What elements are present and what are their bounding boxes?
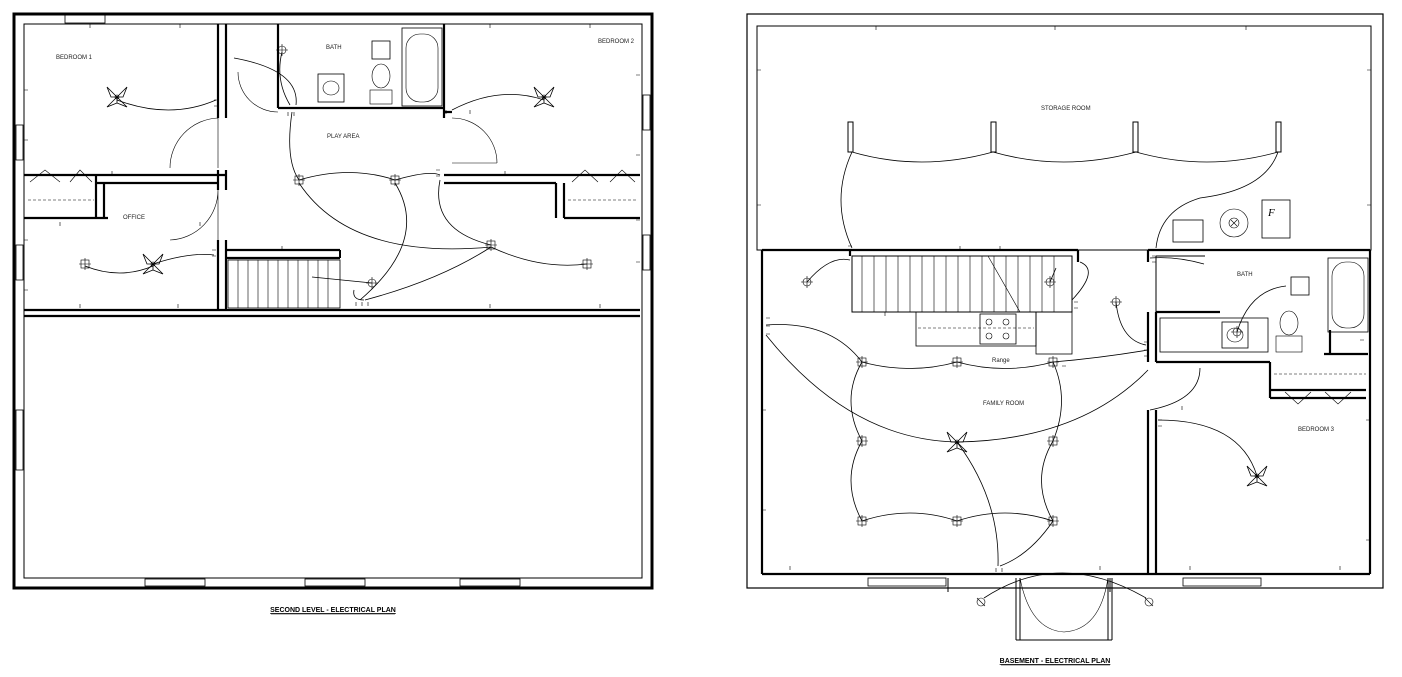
vanity: [1159, 317, 1269, 353]
door-swing: [237, 71, 279, 113]
room-label-bath: BATH: [1237, 272, 1253, 278]
door-swing: [1019, 577, 1109, 633]
room-label-bedroom2: BEDROOM 2: [598, 39, 635, 45]
door-swing: [169, 189, 219, 241]
room-label-storage: STORAGE ROOM: [1041, 106, 1091, 112]
sink: [317, 73, 345, 103]
receptacle-marks: [757, 26, 1371, 570]
plan-title: BASEMENT - ELECTRICAL PLAN: [1000, 658, 1111, 665]
exterior-light-icon: [976, 597, 986, 607]
plan-title: SECOND LEVEL - ELECTRICAL PLAN: [270, 607, 396, 614]
foundation-outer: [746, 13, 1384, 589]
window: [867, 577, 947, 587]
closet-doors: [29, 169, 93, 183]
furnace-icon: [1219, 208, 1249, 238]
receptacle-marks: [24, 24, 640, 308]
window: [144, 578, 206, 587]
bathtub: [1327, 257, 1369, 333]
room-label-play-area: PLAY AREA: [327, 134, 359, 140]
range-label: Range: [992, 358, 1010, 364]
ceiling-fan-icon: [106, 86, 128, 108]
room-label-bedroom3: BEDROOM 3: [1298, 427, 1335, 433]
interior-walls: [24, 24, 640, 318]
switch-marks: [766, 245, 1162, 572]
wiring: [765, 151, 1287, 599]
electrical-panel-icon: [1261, 199, 1291, 239]
exterior-wall-inner: [23, 23, 643, 579]
toilet-tank: [1290, 276, 1310, 296]
door-swing: [451, 117, 498, 164]
window: [304, 578, 366, 587]
kitchenette: Range: [915, 311, 1073, 364]
basement-plan: F Range: [746, 13, 1384, 666]
second-level-plan: BEDROOM 1 BATH BEDROOM 2 PLAY AREA OFFIC…: [12, 12, 654, 615]
window: [15, 409, 24, 471]
wiring: [84, 51, 588, 301]
sink: [1221, 321, 1249, 349]
bathtub: [401, 27, 443, 107]
room-label-office: OFFICE: [123, 215, 145, 221]
exterior-light-icon: [1144, 597, 1154, 607]
window: [642, 94, 651, 131]
svg-text:F: F: [1267, 207, 1275, 219]
exterior-wall-outer: [12, 12, 654, 590]
toilet-bowl: [371, 63, 391, 89]
entry-bulkhead: [947, 578, 1113, 641]
window: [15, 244, 24, 281]
toilet-bowl: [1279, 310, 1299, 336]
stairs: [227, 259, 341, 309]
bath-fixtures: [1159, 257, 1369, 353]
window: [642, 234, 651, 271]
room-label-bedroom1: BEDROOM 1: [56, 55, 93, 61]
window: [15, 124, 24, 161]
ceiling-fan-icon: [533, 86, 555, 108]
light-fixture-icon: [276, 44, 288, 56]
range: [979, 313, 1017, 345]
stairs: [851, 255, 1073, 313]
bath-fixtures: [317, 27, 443, 107]
foundation-inner: [756, 25, 1372, 251]
room-label-bath: BATH: [326, 45, 342, 51]
basement-walls: [760, 248, 1372, 576]
ceiling-fan-icon: [1246, 465, 1268, 487]
door-swing: [169, 117, 219, 169]
bath-partition: [1155, 255, 1205, 312]
closet-doors: [1284, 391, 1352, 405]
room-label-family-room: FAMILY ROOM: [983, 401, 1024, 407]
support-posts: [847, 121, 1282, 153]
light-fixture-icon: [79, 258, 91, 270]
switch-marks: [212, 99, 447, 306]
toilet-tank: [371, 40, 391, 60]
window: [459, 578, 521, 587]
window: [1182, 577, 1262, 587]
water-heater-icon: [1172, 219, 1204, 243]
closet-doors: [571, 169, 636, 183]
window: [64, 14, 106, 24]
